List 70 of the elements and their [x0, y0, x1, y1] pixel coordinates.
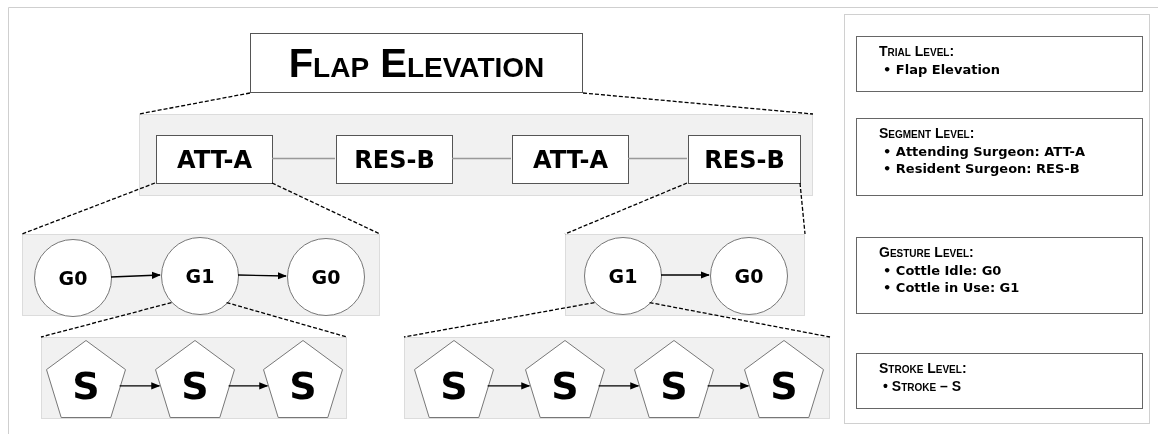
- stroke-pentagon: [634, 340, 714, 418]
- zoom-line: [564, 182, 688, 235]
- stroke-band: [41, 337, 347, 419]
- level-heading: Stroke Level:: [879, 360, 968, 376]
- gesture-label: G1: [608, 265, 638, 287]
- level-heading: Segment Level:: [879, 125, 976, 141]
- arrow: [237, 272, 287, 280]
- level-box: [856, 237, 1143, 314]
- segment-label: RES-B: [704, 145, 785, 174]
- title-box: [250, 33, 583, 93]
- level-box: [856, 353, 1143, 409]
- stroke-label: S: [181, 363, 209, 408]
- arrow: [487, 382, 531, 390]
- stroke-pentagon: [46, 340, 126, 418]
- zoom-line: [40, 301, 173, 338]
- zoom-line: [403, 301, 596, 338]
- stroke-pentagon: [263, 340, 343, 418]
- stroke-label: S: [440, 363, 468, 408]
- zoom-line: [138, 92, 251, 115]
- segment-label: ATT-A: [177, 145, 252, 174]
- level-box: [856, 118, 1143, 196]
- gesture-label: G0: [58, 267, 88, 289]
- zoom-line: [799, 182, 806, 235]
- connector-line: [451, 157, 512, 160]
- bullet-item: • Attending Surgeon: ATT-A: [883, 143, 1086, 160]
- bullet-item: • Flap Elevation: [883, 61, 1002, 78]
- bullet-item: • Stroke – S: [883, 378, 963, 395]
- stroke-pentagon: [414, 340, 494, 418]
- legend-panel: [844, 14, 1150, 424]
- arrow: [110, 271, 161, 279]
- gesture-label: G0: [734, 265, 764, 287]
- bullet-item: • Cottle in Use: G1: [883, 279, 1021, 296]
- bullet-item: • Cottle Idle: G0: [883, 262, 1003, 279]
- stroke-pentagon: [744, 340, 824, 418]
- level-heading: Gesture Level:: [879, 244, 975, 260]
- segment-box: [336, 135, 453, 184]
- stroke-label: S: [72, 363, 100, 408]
- stroke-label: S: [551, 363, 579, 408]
- segment-label: ATT-A: [533, 145, 608, 174]
- title-text: Flap Elevation: [288, 40, 545, 86]
- arrow: [119, 382, 161, 390]
- connector-line: [271, 157, 336, 160]
- segment-box: [156, 135, 273, 184]
- gesture-band: [565, 234, 805, 316]
- arrow: [660, 271, 710, 279]
- stroke-label: S: [660, 363, 688, 408]
- zoom-line: [225, 301, 348, 338]
- segment-box: [512, 135, 629, 184]
- gesture-band: [22, 234, 380, 316]
- gesture-label: G1: [185, 265, 215, 287]
- bullet-item: • Resident Surgeon: RES-B: [883, 160, 1081, 177]
- segment-band: [139, 114, 813, 196]
- arrow: [598, 382, 640, 390]
- zoom-line: [648, 301, 831, 338]
- zoom-line: [21, 182, 156, 235]
- zoom-line: [271, 182, 381, 235]
- zoom-line: [582, 92, 814, 115]
- stroke-label: S: [770, 363, 798, 408]
- connector-line: [627, 157, 688, 160]
- stroke-pentagon: [155, 340, 235, 418]
- stroke-label: S: [289, 363, 317, 408]
- level-heading: Trial Level:: [879, 43, 956, 59]
- stroke-pentagon: [525, 340, 605, 418]
- arrow: [228, 382, 269, 390]
- arrow: [707, 382, 750, 390]
- segment-box: [688, 135, 801, 184]
- stroke-band: [404, 337, 830, 419]
- gesture-label: G0: [311, 266, 341, 288]
- level-box: [856, 36, 1143, 92]
- segment-label: RES-B: [354, 145, 435, 174]
